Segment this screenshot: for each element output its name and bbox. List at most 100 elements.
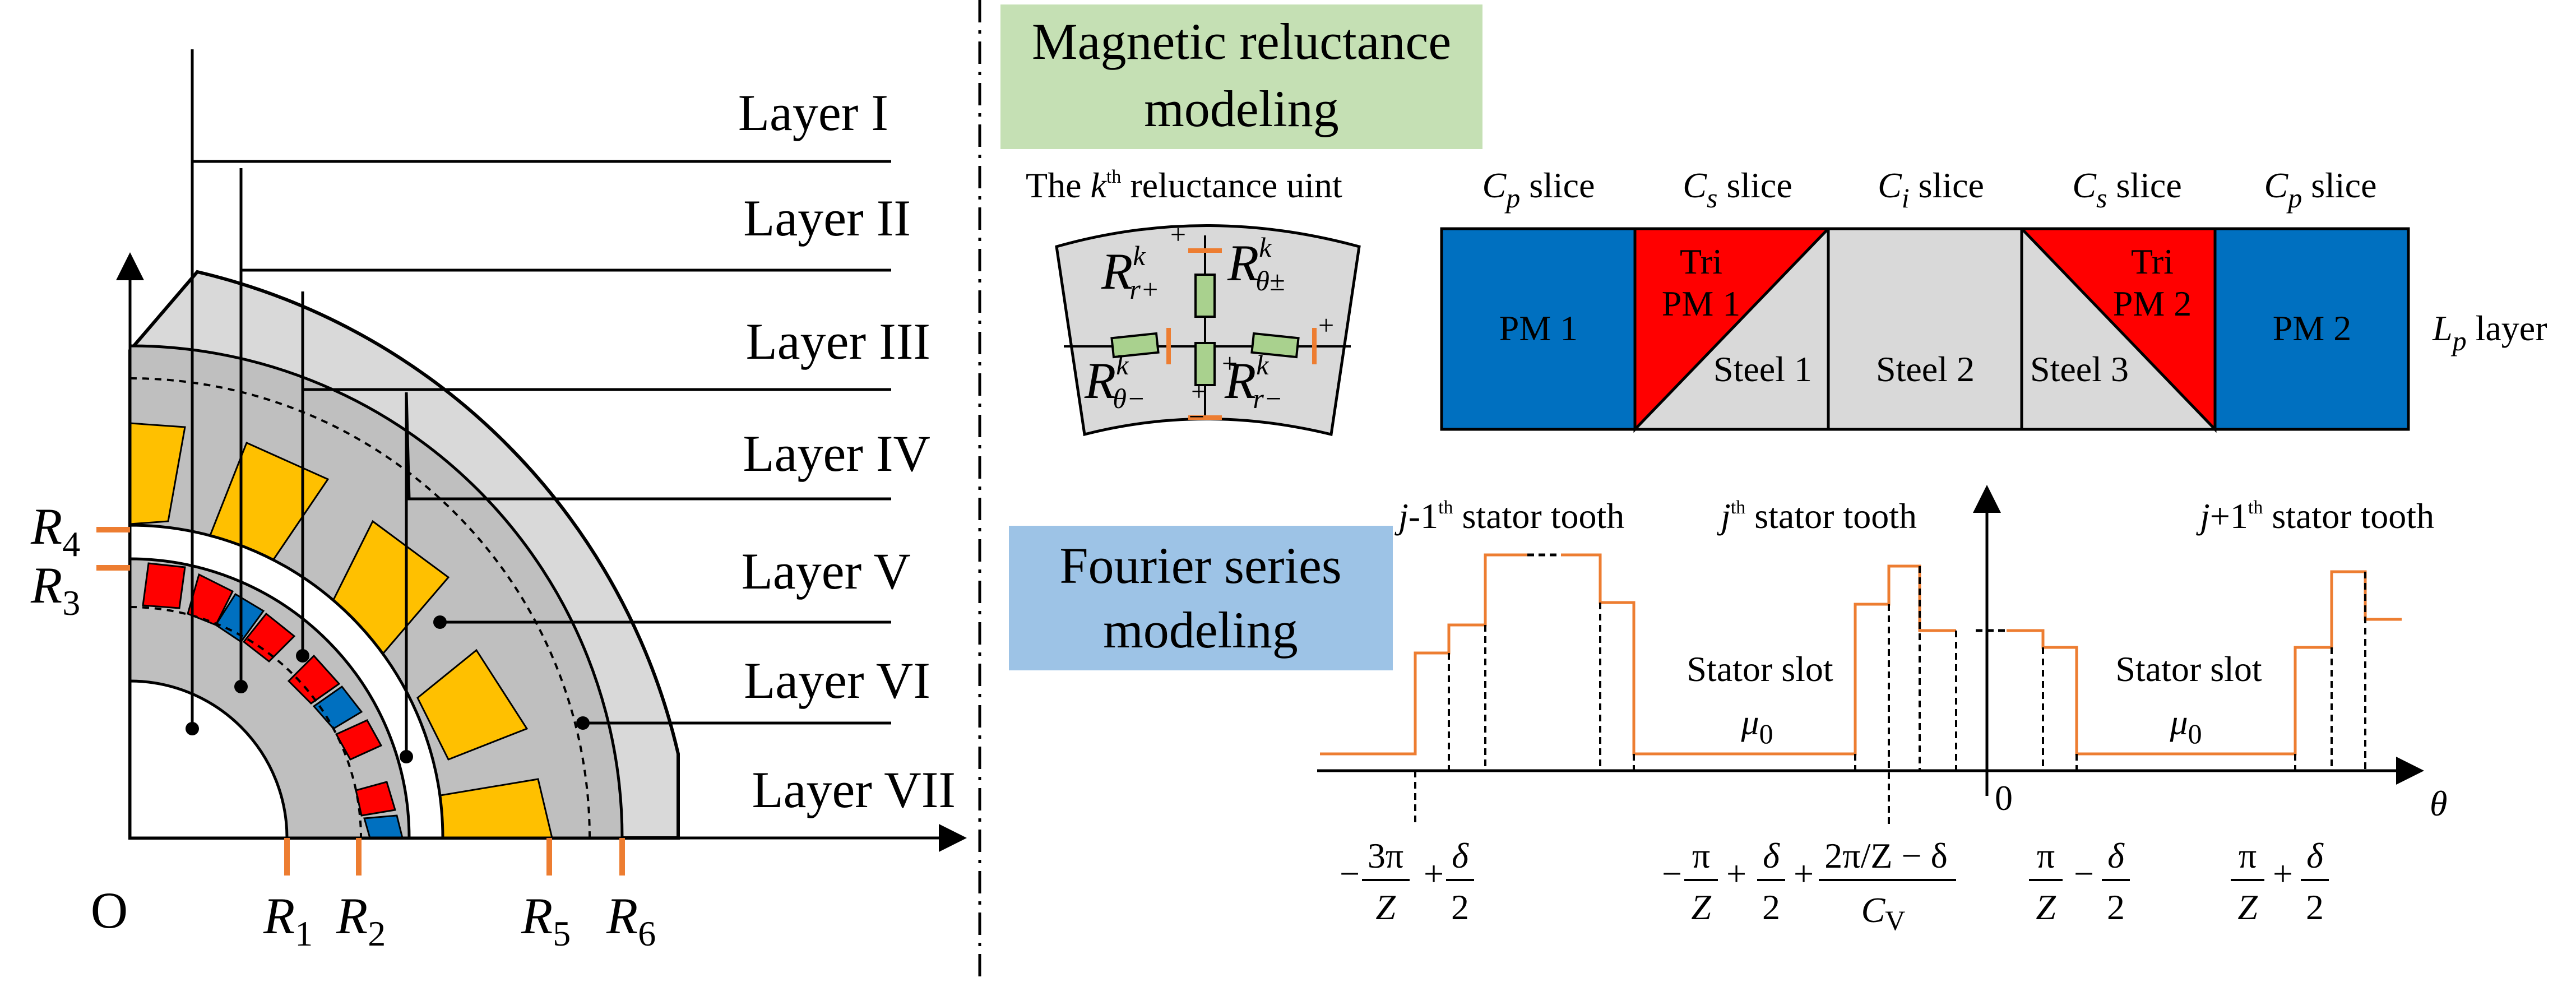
slice-label: Ci slice <box>1878 165 1984 214</box>
formula-left: − 3π Z + δ 2 <box>1340 836 1474 927</box>
tri-pm1-block <box>1633 227 1832 433</box>
layer-lp-label: Lp layer <box>2432 308 2547 356</box>
svg-text:π: π <box>2239 836 2257 876</box>
svg-text:−: − <box>1189 401 1204 432</box>
svg-text:CV: CV <box>1861 890 1906 936</box>
tooth-label-mid: jth stator tooth <box>1717 496 1917 536</box>
svg-text:δ: δ <box>1763 836 1780 876</box>
radius-ticks <box>96 527 625 876</box>
svg-text:δ: δ <box>1452 836 1469 876</box>
svg-text:2π/Z − δ: 2π/Z − δ <box>1824 836 1947 876</box>
formula-zero-right: π Z − δ 2 <box>2029 836 2130 927</box>
fs-title-line2: modeling <box>1103 601 1298 659</box>
slice-label: Cp slice <box>1482 165 1595 214</box>
axis-zero-label: 0 <box>1995 778 2013 818</box>
mr-title-box <box>1000 4 1482 149</box>
mr-title-line1: Magnetic reluctance <box>1032 13 1451 70</box>
layer-label-7: Layer VII <box>752 761 956 818</box>
slice-labels: Cp slice Cs slice Ci slice Cs slice Cp s… <box>1482 165 2377 214</box>
svg-text:Z: Z <box>2036 887 2056 927</box>
formula-right: π Z + δ 2 <box>2231 836 2329 927</box>
svg-text:2: 2 <box>2107 887 2125 927</box>
layer-labels: Layer I Layer II Layer III Layer IV Laye… <box>738 84 956 818</box>
pm1-block <box>1440 227 1637 431</box>
dc-source-icon <box>1166 248 1317 420</box>
layer-label-1: Layer I <box>738 84 888 141</box>
svg-text:−: − <box>1340 854 1360 893</box>
leader-dots <box>186 615 590 763</box>
mr-title-line2: modeling <box>1144 80 1339 137</box>
svg-text:Z: Z <box>1375 887 1396 927</box>
svg-text:+: + <box>2273 854 2293 893</box>
radius-label-r5: R5 <box>521 887 571 953</box>
svg-text:2: 2 <box>1451 887 1469 927</box>
svg-text:+: + <box>1318 309 1334 341</box>
layer-label-5: Layer V <box>742 543 911 600</box>
motor-cross-section: Layer I Layer II Layer III Layer IV Laye… <box>30 49 967 953</box>
svg-text:−: − <box>1662 854 1682 893</box>
svg-text:3π: 3π <box>1368 836 1403 876</box>
permeance-waveform <box>1320 553 1527 756</box>
slice-blocks <box>1440 227 2410 433</box>
tri-pm1-label-b: PM 1 <box>1662 284 1741 323</box>
tooth-label-right: j+1th stator tooth <box>2196 496 2434 536</box>
tri-pm2-label-b: PM 2 <box>2113 284 2192 323</box>
steel3-label: Steel 3 <box>2030 349 2129 389</box>
svg-text:+: + <box>1222 348 1238 379</box>
radius-label-r6: R6 <box>606 887 656 953</box>
fourier-panel: Fourier series modeling j-1th stator too… <box>1009 485 2447 936</box>
svg-text:Z: Z <box>1691 887 1712 927</box>
svg-text:2: 2 <box>2306 887 2324 927</box>
svg-text:+: + <box>1191 376 1207 407</box>
dashed-guides <box>1414 566 2366 824</box>
layer-label-6: Layer VI <box>744 652 930 709</box>
svg-text:Z: Z <box>2237 887 2258 927</box>
fs-title-line1: Fourier series <box>1059 537 1341 594</box>
svg-text:−: − <box>2074 854 2094 893</box>
resistor-icon <box>1110 332 1160 359</box>
slice-label: Cp slice <box>2264 165 2377 214</box>
axis-theta-label: θ <box>2430 784 2447 823</box>
slot <box>416 649 529 761</box>
radius-label-r1: R1 <box>263 887 313 953</box>
svg-text:+: + <box>1170 219 1186 250</box>
slice-label: Cs slice <box>1683 165 1792 214</box>
svg-text:π: π <box>1692 836 1710 876</box>
tri-pm2-label-a: Tri <box>2131 242 2174 281</box>
radius-label-r2: R2 <box>336 887 386 953</box>
svg-text:δ: δ <box>2306 836 2324 876</box>
svg-text:δ: δ <box>2107 836 2125 876</box>
radius-label-r4: R4 <box>30 498 80 564</box>
mu-label-mid: μ0 <box>1740 702 1773 749</box>
reluctance-unit-caption: The kth reluctance uint <box>1026 165 1342 205</box>
svg-text:π: π <box>2037 836 2055 876</box>
pm2-block <box>2213 227 2410 431</box>
svg-text:+: + <box>1794 854 1814 893</box>
layer-label-3: Layer III <box>746 313 930 370</box>
layer-label-4: Layer IV <box>743 425 930 482</box>
resistor-icon <box>1194 274 1216 318</box>
layer-label-2: Layer II <box>743 189 911 247</box>
tooth-label-left: j-1th stator tooth <box>1394 496 1624 536</box>
origin-label: O <box>91 882 128 939</box>
radius-label-r3: R3 <box>30 557 80 623</box>
fs-title-box <box>1009 526 1393 670</box>
radius-labels: R1 R2 R3 R4 R5 R6 <box>30 498 656 953</box>
tri-pm1-label-a: Tri <box>1680 242 1722 281</box>
rotor-magnets <box>142 562 404 839</box>
resistor-icon <box>1194 342 1216 386</box>
slice-label: Cs slice <box>2072 165 2181 214</box>
steel2-label: Steel 2 <box>1876 349 1975 389</box>
steel2-block <box>1827 227 2023 431</box>
resistor-icon <box>1250 332 1300 359</box>
dashed-arc-rotor <box>129 606 362 839</box>
svg-text:2: 2 <box>1762 887 1780 927</box>
svg-text:+: + <box>1424 854 1444 893</box>
steel1-label: Steel 1 <box>1713 349 1812 389</box>
